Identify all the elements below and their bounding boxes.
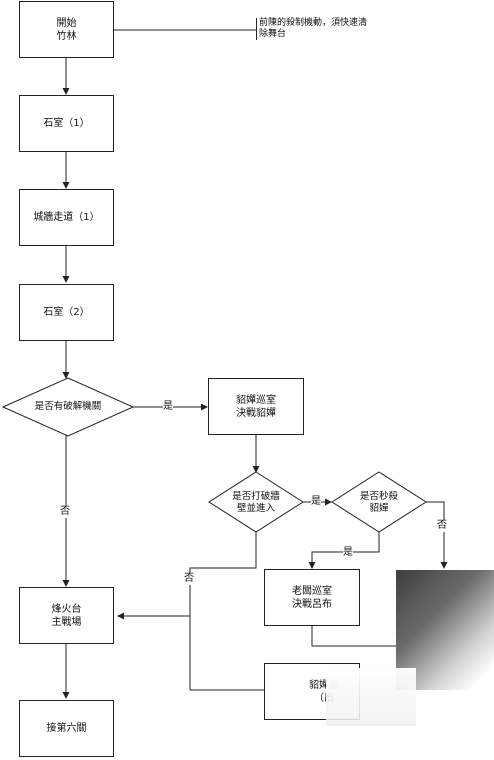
node-diaochan-room: 貂嬋巡室 決戰貂嬋 xyxy=(208,378,304,435)
node-wall-corridor: 城牆走道（1） xyxy=(19,189,114,246)
label-no-wall: 否 xyxy=(184,573,194,585)
node-stone-room-2: 石室（2） xyxy=(19,284,114,341)
decision-wall-text: 是否打破牆 壁並進入 xyxy=(232,491,280,514)
arrow-kill-no xyxy=(426,501,448,569)
line-lubu-bottom xyxy=(311,626,404,647)
label-no-kill: 否 xyxy=(437,520,447,532)
decision-kill-text: 是否秒殺 貂嬋 xyxy=(359,491,398,514)
arrow-wall-no xyxy=(117,531,257,620)
node-beacon-tower: 烽火台 主戰場 xyxy=(19,587,114,644)
decision-mechanism-shape xyxy=(1,377,135,437)
label-yes-kill: 是 xyxy=(343,547,353,559)
node-start: 開始 竹林 xyxy=(19,1,114,58)
label-yes-wall: 是 xyxy=(311,496,321,508)
label-yes-mechanism: 是 xyxy=(163,401,173,413)
decision-mechanism-text: 是否有破解機關 xyxy=(34,401,102,412)
white-overlay-patch xyxy=(326,668,416,726)
label-no-mechanism: 否 xyxy=(60,506,70,518)
decision-kill-shape xyxy=(331,471,427,533)
node-next-stage: 接第六關 xyxy=(19,700,114,757)
node-lubu-room: 老闆巡室 決戰呂布 xyxy=(264,569,360,626)
decision-wall-shape xyxy=(208,471,304,533)
note-annotation: 前陳的殺制機動，須快速清 除舞台 xyxy=(256,18,399,40)
node-stone-room-1: 石室（1） xyxy=(19,95,114,152)
